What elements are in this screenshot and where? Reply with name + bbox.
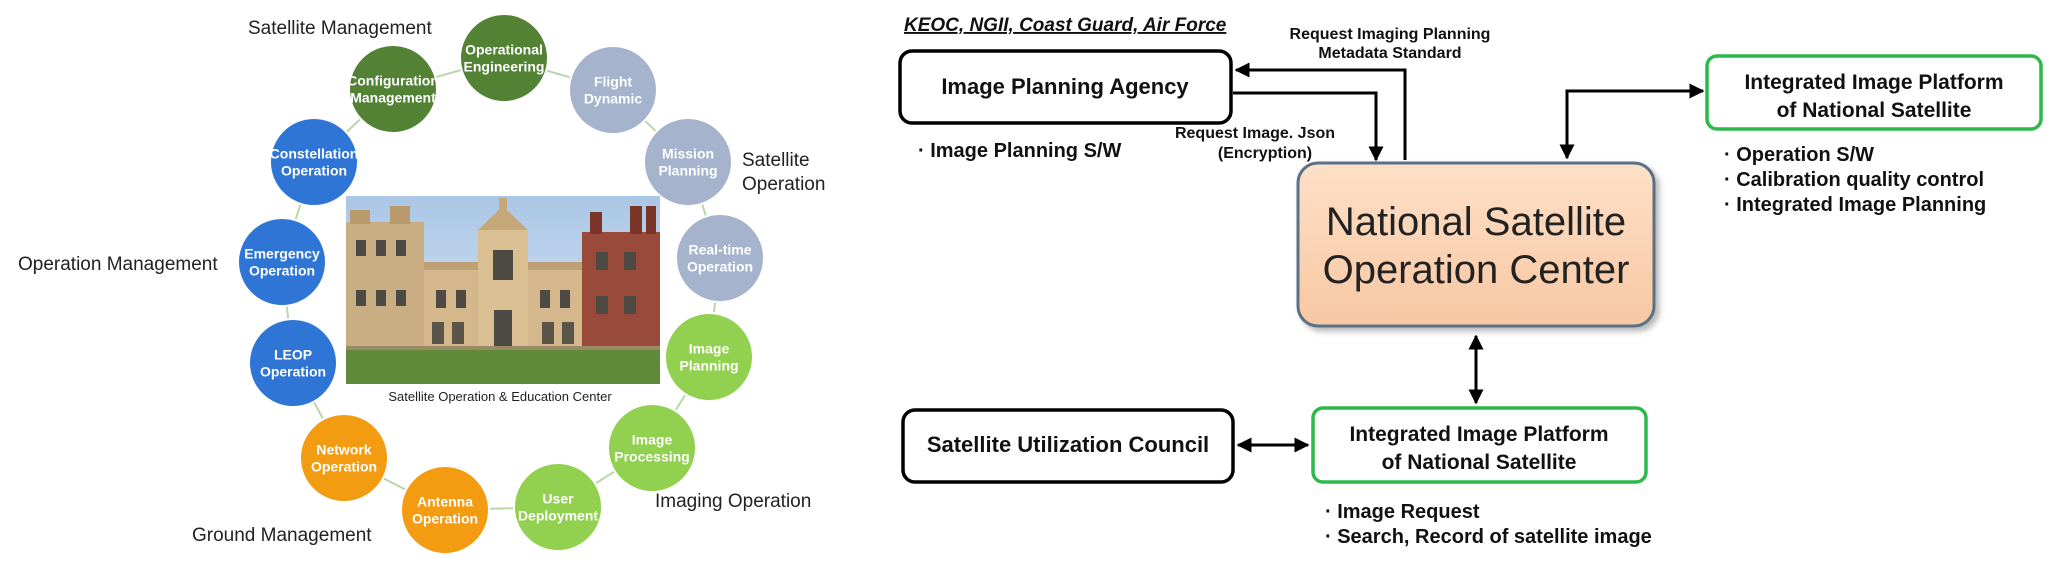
platform-bottom-title-line1: Integrated Image Platform xyxy=(1349,423,1608,446)
circle-shape-constellation-operation xyxy=(269,117,359,207)
circle-label-mission-planning-line2: Planning xyxy=(658,163,717,179)
image-planning-agency-title: Image Planning Agency xyxy=(941,74,1189,99)
arrow-json-to-center xyxy=(1233,91,1384,162)
circle-label-constellation-operation-line1: Constellation xyxy=(270,146,359,162)
circle-label-user-deployment-line2: Deployment xyxy=(518,508,598,524)
satellite-utilization-council-title: Satellite Utilization Council xyxy=(927,432,1209,457)
circle-label-constellation-operation-line2: Operation xyxy=(281,163,347,179)
platform-bottom-box xyxy=(1311,406,1648,484)
circle-label-operational-engineering-line1: Operational xyxy=(465,42,543,58)
platform-bottom-bullet-1: · Image Request xyxy=(1325,501,1480,523)
group-label-satellite-operation-line2: Operation xyxy=(742,174,825,195)
circle-label-leop-operation-line2: Operation xyxy=(260,364,326,380)
platform-top-box xyxy=(1705,54,2043,131)
circle-label-flight-dynamic-line2: Dynamic xyxy=(584,91,643,107)
circle-shape-image-planning xyxy=(664,312,754,402)
circle-shape-operational-engineering xyxy=(459,13,549,103)
platform-top-title-line2: of National Satellite xyxy=(1777,99,1972,122)
circle-label-image-processing-line1: Image xyxy=(632,432,673,448)
group-label-operation-management: Operation Management xyxy=(18,254,218,275)
platform-bottom-title-line2: of National Satellite xyxy=(1382,451,1577,474)
circle-shape-flight-dynamic xyxy=(568,45,658,135)
circle-label-network-operation-line1: Network xyxy=(316,442,371,458)
circle-label-emergency-operation-line1: Emergency xyxy=(244,246,320,262)
request-json-label-line2: (Encryption) xyxy=(1218,145,1312,162)
education-center-photo xyxy=(346,196,660,384)
group-label-ground-management: Ground Management xyxy=(192,525,372,546)
circle-nodes: OperationalEngineeringConfigurationManag… xyxy=(237,13,765,555)
image-planning-agency-box xyxy=(898,49,1233,125)
group-label-imaging-operation: Imaging Operation xyxy=(655,491,811,512)
circle-label-image-planning-line2: Planning xyxy=(679,358,738,374)
arrow-metadata-to-agency xyxy=(1234,62,1407,160)
center-title-line2: Operation Center xyxy=(1323,248,1630,292)
circle-label-image-planning-line1: Image xyxy=(689,341,730,357)
image-planning-agency-bullet: · Image Planning S/W xyxy=(918,140,1121,162)
circle-shape-mission-planning xyxy=(643,117,733,207)
circle-label-real-time-operation-line2: Operation xyxy=(687,259,753,275)
operation-ring: OperationalEngineeringConfigurationManag… xyxy=(237,13,765,555)
platform-top-bullet-3: · Integrated Image Planning xyxy=(1724,194,1986,216)
national-satellite-operation-center-box xyxy=(1296,161,1656,328)
circle-label-network-operation-line2: Operation xyxy=(311,459,377,475)
circle-label-operational-engineering-line2: Engineering xyxy=(464,59,545,75)
circle-label-user-deployment-line1: User xyxy=(542,491,574,507)
platform-top-title-line1: Integrated Image Platform xyxy=(1744,71,2003,94)
center-title-line1: National Satellite xyxy=(1326,200,1626,244)
circle-label-antenna-operation-line2: Operation xyxy=(412,511,478,527)
platform-bottom-bullet-2: · Search, Record of satellite image xyxy=(1325,526,1652,548)
agencies-header: KEOC, NGII, Coast Guard, Air Force xyxy=(904,15,1227,36)
circle-label-leop-operation-line1: LEOP xyxy=(274,347,312,363)
circle-label-configuration-management-line1: Configuration xyxy=(347,73,439,89)
circle-shape-user-deployment xyxy=(513,462,603,552)
circle-label-image-processing-line2: Processing xyxy=(614,449,689,465)
circle-shape-emergency-operation xyxy=(237,217,327,307)
request-metadata-label-line2: Metadata Standard xyxy=(1318,45,1461,62)
circle-shape-image-processing xyxy=(607,403,697,493)
circle-shape-real-time-operation xyxy=(675,213,765,303)
circle-shape-leop-operation xyxy=(248,318,338,408)
group-label-satellite-operation-line1: Satellite xyxy=(742,150,810,171)
circle-shape-network-operation xyxy=(299,413,389,503)
request-metadata-label-line1: Request Imaging Planning xyxy=(1290,26,1491,43)
group-label-satellite-management: Satellite Management xyxy=(248,18,432,39)
circle-label-flight-dynamic-line1: Flight xyxy=(594,74,632,90)
circle-label-antenna-operation-line1: Antenna xyxy=(417,494,473,510)
satellite-utilization-council-box xyxy=(901,408,1235,484)
circle-label-mission-planning-line1: Mission xyxy=(662,146,714,162)
request-json-label-line1: Request Image. Json xyxy=(1175,125,1335,142)
circle-shape-antenna-operation xyxy=(400,465,490,555)
circle-label-configuration-management-line2: Management xyxy=(350,90,436,106)
photo-caption: Satellite Operation & Education Center xyxy=(388,389,612,404)
circle-shape-configuration-management xyxy=(348,44,438,134)
circle-label-real-time-operation-line1: Real-time xyxy=(688,242,751,258)
arrow-center-top-platform xyxy=(1559,83,1705,160)
circle-label-emergency-operation-line2: Operation xyxy=(249,263,315,279)
platform-top-bullet-2: · Calibration quality control xyxy=(1724,169,1984,191)
platform-top-bullet-1: · Operation S/W xyxy=(1724,144,1874,166)
